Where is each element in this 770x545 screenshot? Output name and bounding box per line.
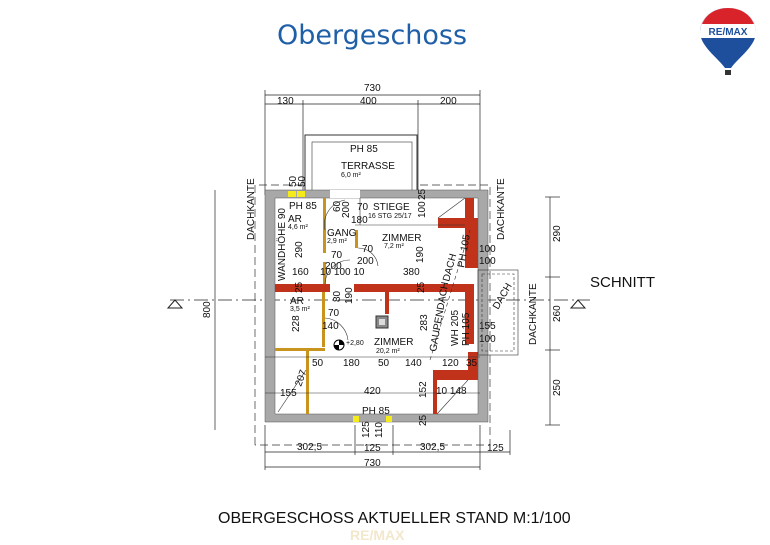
room-area: 2,9 m² — [327, 238, 348, 245]
dim-label: 25 — [418, 414, 429, 426]
plan-caption: OBERGESCHOSS AKTUELLER STAND M:1/100 — [218, 510, 571, 527]
dim-label: 70 — [331, 250, 343, 261]
dim-bottom-total: 730 — [364, 458, 381, 469]
dim-label: 152 — [418, 381, 429, 398]
room-name: ZIMMER — [374, 337, 413, 348]
dimension-lines — [170, 90, 590, 470]
dim-label: 200 — [341, 201, 352, 218]
room-name: ZIMMER — [382, 233, 421, 244]
dim-right-c: 250 — [552, 379, 563, 396]
section-label: SCHNITT — [590, 274, 655, 291]
dim-label: 70 — [357, 202, 369, 213]
dim-label: 160 — [292, 267, 309, 278]
dim-label: 180 — [351, 215, 368, 226]
dim-label: 190 — [415, 246, 426, 263]
dim-label: 228 — [291, 315, 302, 332]
room-name: GANG — [327, 228, 357, 239]
dim-label: 25 — [294, 281, 305, 293]
dim-label: 25 — [417, 188, 428, 200]
dachkante-side: DACHKANTE — [528, 283, 539, 345]
dim-label: 110 — [374, 422, 385, 438]
dim-label: 140 — [322, 321, 339, 332]
outer-walls — [264, 189, 489, 423]
dim-label: 80 — [332, 290, 343, 302]
dim-label: 140 — [405, 358, 422, 369]
dim-label: 380 — [403, 267, 420, 278]
dim-label: 100 — [417, 201, 428, 218]
logo-text: RE/MAX — [709, 27, 748, 38]
room-area: 7,2 m² — [384, 243, 405, 250]
remax-logo: RE/MAX — [698, 6, 758, 78]
dim-label: 50 — [378, 358, 390, 369]
stairs-spec: 16 STG 25/17 — [368, 213, 412, 220]
section-marker-left — [166, 299, 184, 309]
dim-label: 50 — [312, 358, 324, 369]
window-marks — [288, 191, 392, 422]
dim-label: 125 — [361, 421, 372, 438]
dim-top-b: 400 — [360, 96, 377, 107]
dach-right: DACH — [491, 281, 515, 311]
ph105-lower: PH 105 — [461, 312, 472, 346]
room-area: 4,6 m² — [288, 224, 309, 231]
section-marker-right — [569, 299, 587, 309]
dachkante-left: DACHKANTE — [246, 178, 257, 240]
dim-label: 420 — [364, 386, 381, 397]
dim-label: 290 — [294, 241, 305, 258]
dim-label: 70 — [362, 244, 374, 255]
page-title: Obergeschoss — [277, 20, 468, 51]
dim-bottom-d: 125 — [487, 443, 504, 454]
dim-label: 200 — [325, 261, 342, 272]
dim-label: 10 148 — [436, 386, 467, 397]
dim-right-a: 290 — [552, 225, 563, 242]
dim-bottom-a: 302,5 — [297, 442, 322, 453]
dim-label: 100 — [479, 244, 496, 255]
dim-label: 155 — [280, 388, 297, 399]
room-area: 3,5 m² — [290, 306, 311, 313]
dim-top-c: 200 — [440, 96, 457, 107]
dim-label: 200 — [357, 256, 374, 267]
terrace — [304, 134, 418, 198]
dim-bottom-c: 302,5 — [420, 442, 445, 453]
chimney-flue — [379, 319, 385, 325]
interior-lines — [265, 197, 519, 415]
watermark: RE/MAX — [350, 527, 405, 543]
dachkante-right: DACHKANTE — [496, 178, 507, 240]
dim-label: 60 — [332, 200, 343, 212]
dim-label: 155 — [479, 321, 496, 332]
terrace-area: 6,0 m² — [341, 172, 362, 179]
ar1-ph: PH 85 — [289, 201, 317, 212]
dim-top-a: 130 — [277, 96, 294, 107]
dim-bottom-b: 125 — [364, 443, 381, 454]
level-label: +2,80 — [346, 340, 364, 347]
roof-edge-lines — [254, 184, 491, 446]
new-walls — [275, 198, 478, 414]
dim-top-total: 730 — [364, 83, 381, 94]
dim-label: 50 — [288, 175, 299, 187]
bottom-ph: PH 85 — [362, 406, 390, 417]
dim-label: 190 — [344, 287, 355, 304]
terrace-ph: PH 85 — [350, 144, 378, 155]
room-area: 20,2 m² — [376, 348, 400, 355]
level-marker-icon — [333, 339, 345, 351]
room-name: AR — [288, 214, 302, 225]
dim-label: 100 — [479, 256, 496, 267]
dim-label: 283 — [419, 314, 430, 331]
dim-label: 100 — [479, 334, 496, 345]
dim-left: 800 — [202, 301, 213, 318]
dim-label: 25 — [416, 281, 427, 293]
wandhoehe: WANDHÖHE 90 — [276, 208, 288, 281]
dim-right-b: 260 — [552, 305, 563, 322]
dim-label: 120 — [442, 358, 459, 369]
wh205: WH 205 — [450, 309, 461, 346]
stairs-name: STIEGE — [373, 202, 410, 213]
dim-label: 10 100 10 — [320, 267, 365, 278]
dim-label: 180 — [343, 358, 360, 369]
terrace-name: TERRASSE — [341, 161, 395, 172]
dim-label: 35 — [466, 358, 478, 369]
dim-label: 50 — [297, 175, 308, 187]
dim-label: 70 — [328, 308, 340, 319]
room-name: AR — [290, 296, 304, 307]
